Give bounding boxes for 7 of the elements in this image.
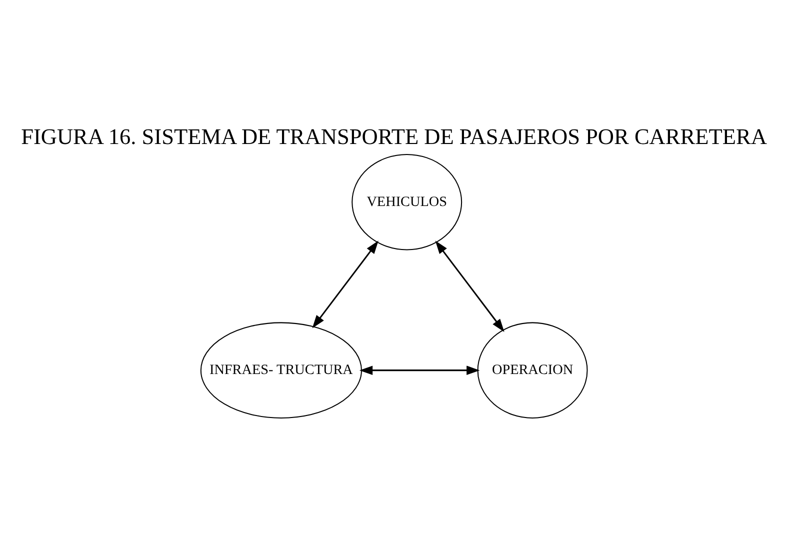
arrow (359, 365, 480, 374)
diagram-title: FIGURA 16. SISTEMA DE TRANSPORTE DE PASAJEROS POR CARRETERA (21, 123, 767, 148)
node-ellipse: OPERACION (477, 322, 588, 418)
arrow (312, 240, 378, 328)
node-ellipse: VEHICULOS (352, 153, 462, 250)
arrow (435, 240, 504, 332)
node-ellipse: INFRAES- TRUCTURA (200, 322, 362, 418)
